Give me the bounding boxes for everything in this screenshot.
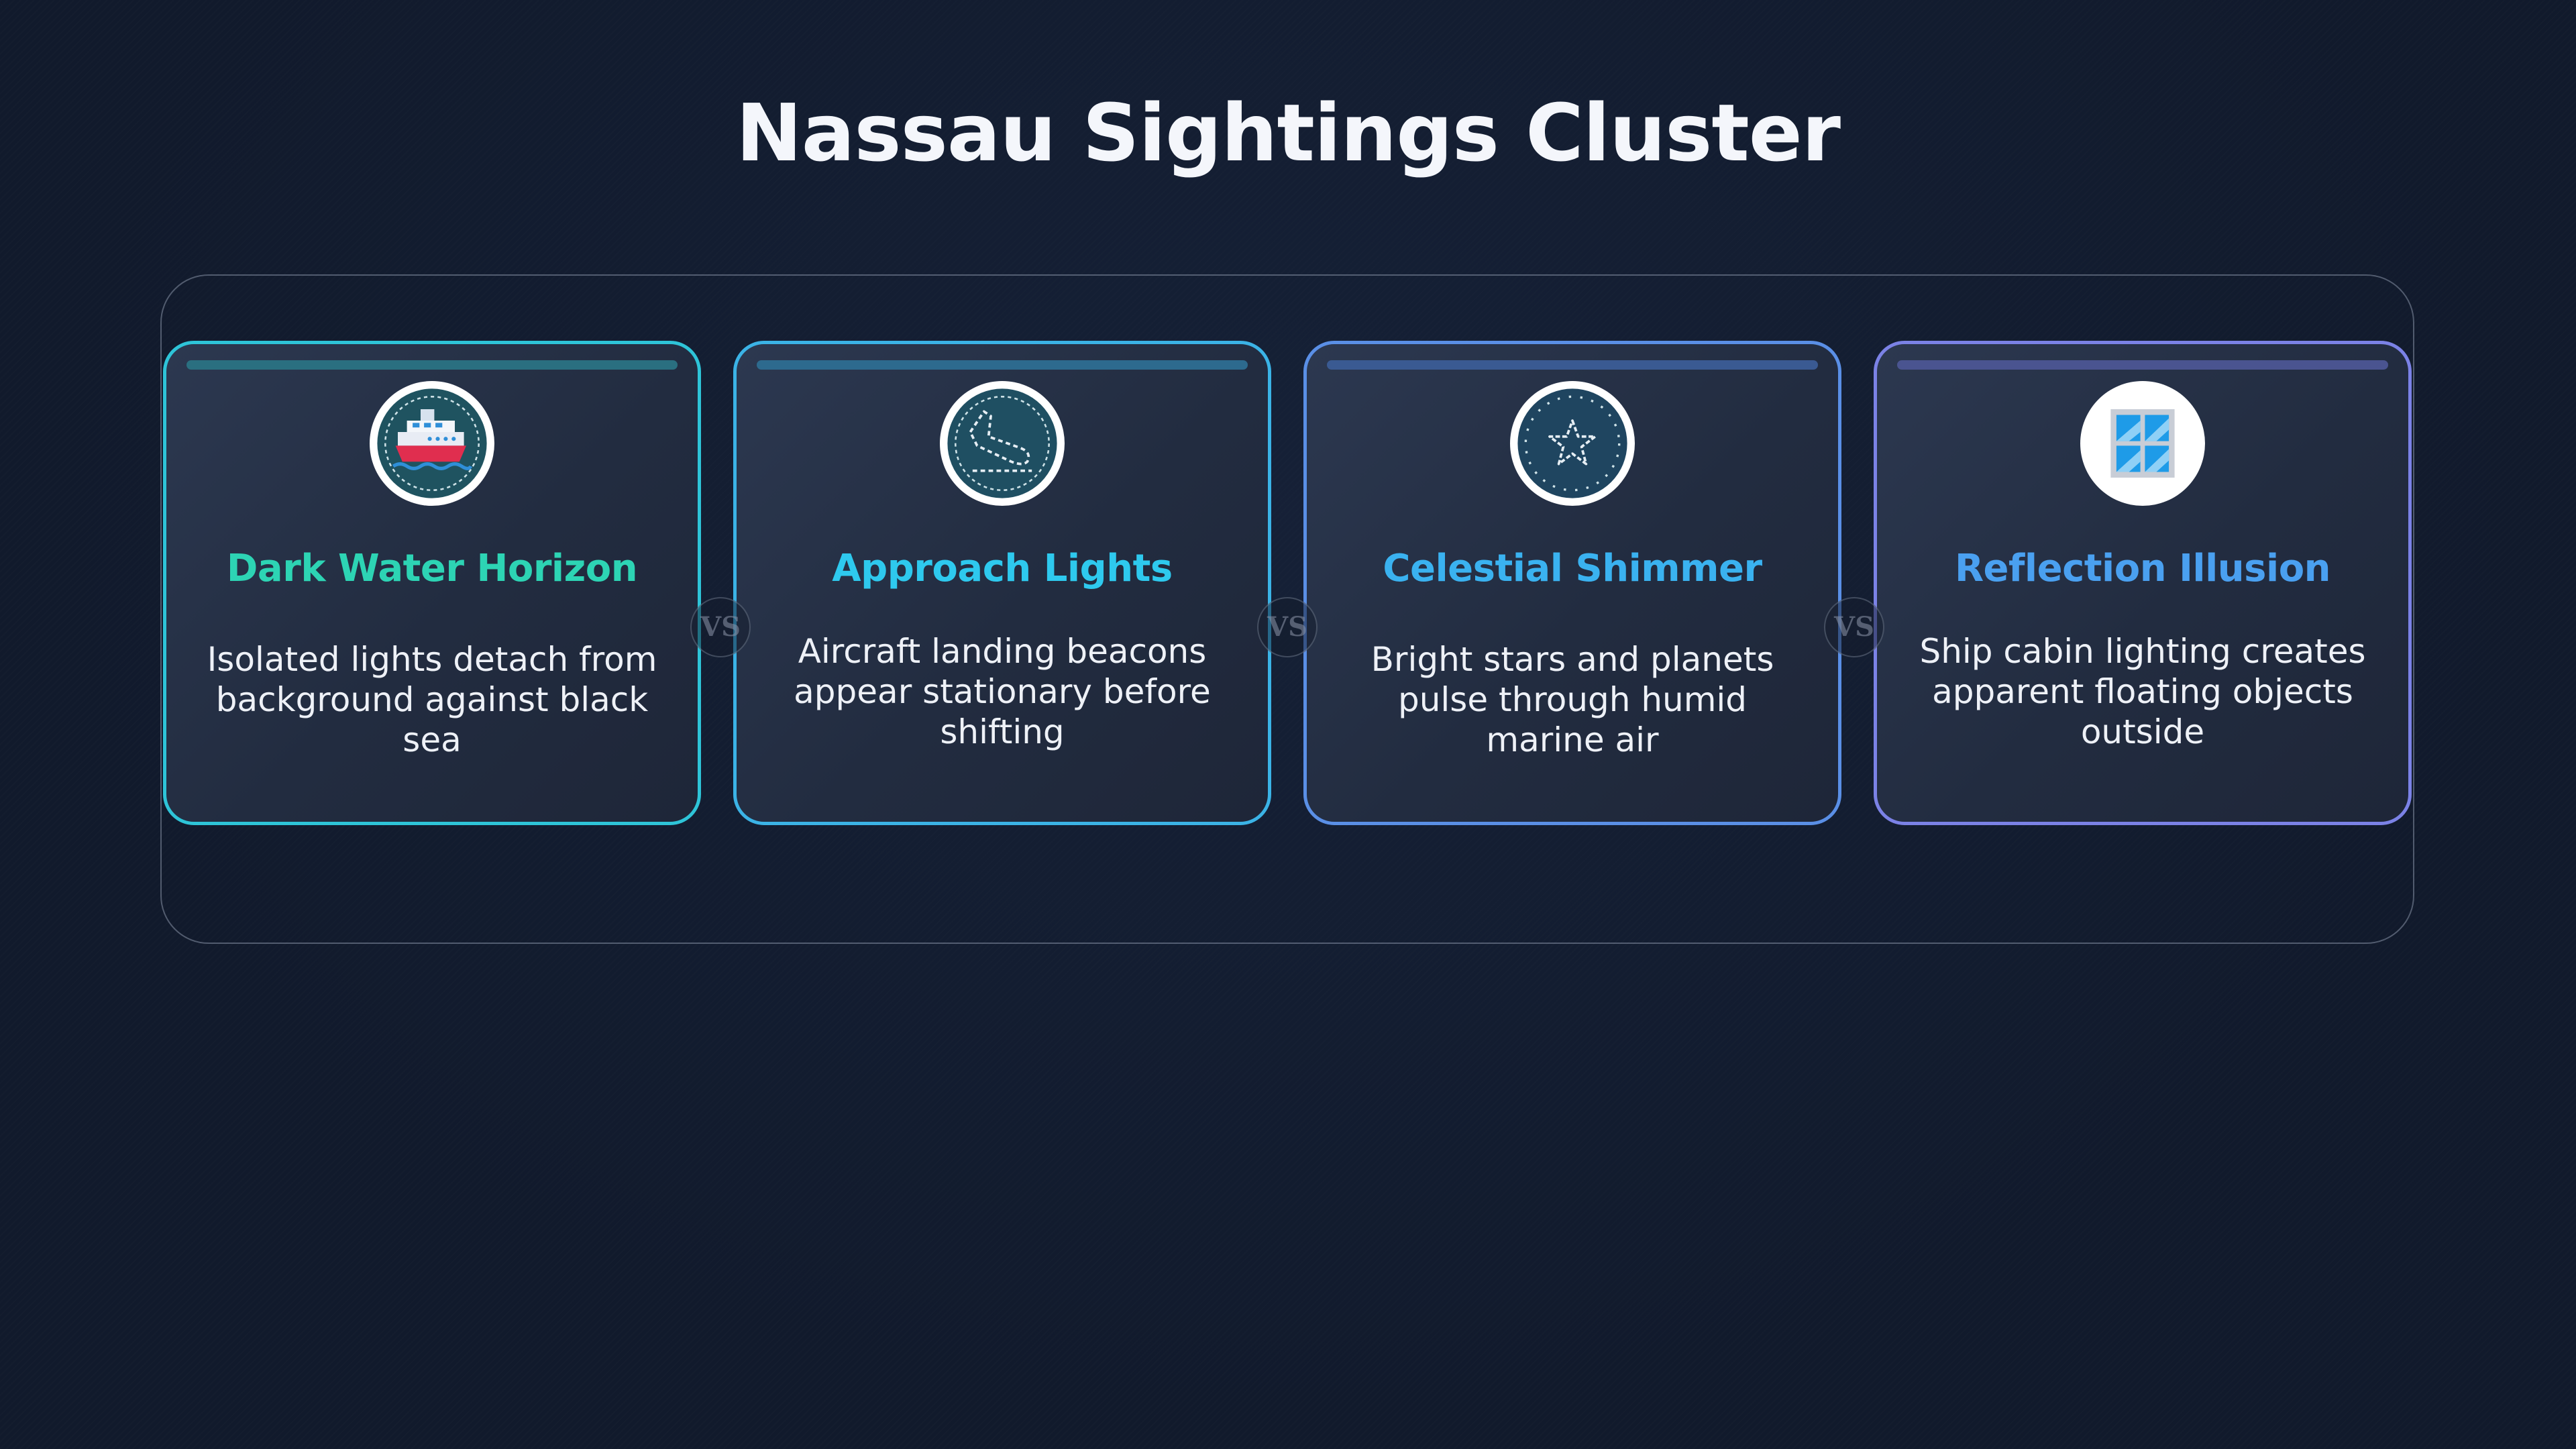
card-dark-water-horizon[interactable]: Dark Water Horizon Isolated lights detac…	[163, 341, 701, 825]
card-approach-lights[interactable]: Approach Lights Aircraft landing beacons…	[733, 341, 1271, 825]
card-title: Approach Lights	[832, 547, 1173, 590]
card-accent-bar	[1327, 360, 1818, 370]
card-celestial-shimmer[interactable]: Celestial Shimmer Bright stars and plane…	[1303, 341, 1841, 825]
card-description: Aircraft landing beacons appear stationa…	[794, 632, 1211, 751]
aircraft-outline-icon	[940, 381, 1065, 506]
card-description: Isolated lights detach from background a…	[207, 640, 657, 759]
vs-separator: VS	[1257, 597, 1318, 657]
star-icon	[1510, 381, 1635, 506]
card-reflection-illusion[interactable]: Reflection Illusion Ship cabin lighting …	[1874, 341, 2412, 825]
vs-separator: VS	[690, 597, 751, 657]
card-title: Reflection Illusion	[1954, 547, 2331, 590]
page-title: Nassau Sightings Cluster	[735, 87, 1841, 179]
card-title: Celestial Shimmer	[1383, 547, 1762, 590]
card-accent-bar	[1897, 360, 2388, 370]
comparison-panel	[160, 274, 2414, 944]
card-accent-bar	[757, 360, 1248, 370]
card-description: Bright stars and planets pulse through h…	[1371, 640, 1774, 759]
window-icon	[2080, 381, 2205, 506]
card-title: Dark Water Horizon	[226, 547, 638, 590]
card-description: Ship cabin lighting creates apparent flo…	[1919, 632, 2366, 751]
card-accent-bar	[186, 360, 678, 370]
vs-separator: VS	[1824, 597, 1884, 657]
cruise-ship-icon	[370, 381, 494, 506]
